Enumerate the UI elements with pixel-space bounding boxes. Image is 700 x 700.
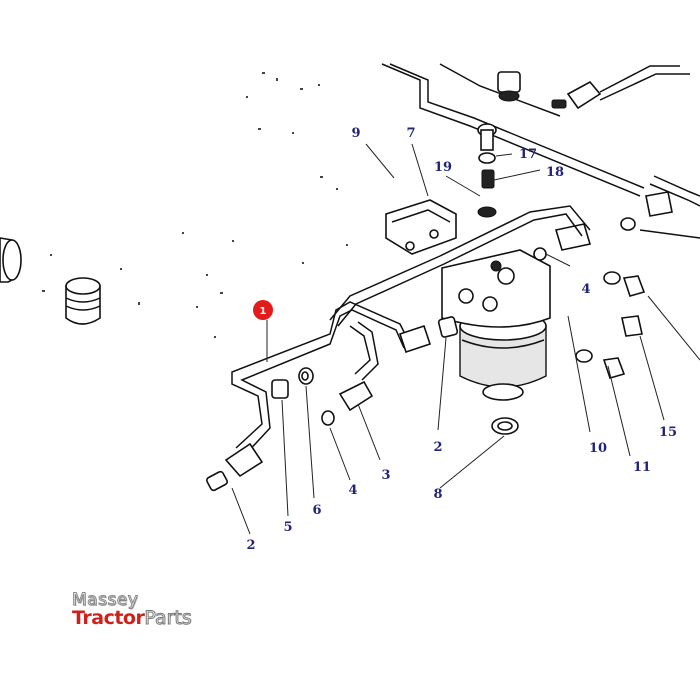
callout-labels: 2 2 3 4 4 5 6 7 8 9 10 11 15 17 18 19 <box>246 126 677 553</box>
callout-8[interactable]: 8 <box>433 487 442 502</box>
callout-1[interactable]: 1 <box>260 306 267 317</box>
callout-3[interactable]: 3 <box>381 468 390 483</box>
callout-4b[interactable]: 4 <box>581 282 590 297</box>
callout-6[interactable]: 6 <box>312 503 321 518</box>
logo-word-parts: Parts <box>144 607 192 629</box>
fuel-pipe-assembly <box>231 205 591 457</box>
callout-19[interactable]: 19 <box>434 160 452 175</box>
background-specks <box>42 72 348 338</box>
callout-11[interactable]: 11 <box>633 460 651 475</box>
sealing-ring-inner <box>497 421 513 431</box>
fuel-filter <box>441 249 551 401</box>
mounting-bracket <box>385 199 457 255</box>
callout-2b[interactable]: 2 <box>433 440 442 455</box>
top-fittings <box>497 71 673 231</box>
logo-word-tractor: Tractor <box>72 607 145 629</box>
pipe-fittings <box>206 316 459 492</box>
callout-15[interactable]: 15 <box>659 425 677 440</box>
callout-7[interactable]: 7 <box>406 126 415 141</box>
highlight-marker <box>253 300 273 320</box>
logo-line-2: TractorParts <box>72 607 192 629</box>
callout-2a[interactable]: 2 <box>246 538 255 553</box>
callout-18[interactable]: 18 <box>546 165 564 180</box>
right-fittings <box>533 223 646 379</box>
callout-9[interactable]: 9 <box>351 126 360 141</box>
banjo-bolt-stack <box>477 123 497 218</box>
callout-5[interactable]: 5 <box>283 520 292 535</box>
left-cylinder-fragment <box>0 237 22 283</box>
top-pipes <box>381 63 700 239</box>
callout-10[interactable]: 10 <box>589 441 607 456</box>
left-plug <box>65 277 101 325</box>
callout-4a[interactable]: 4 <box>348 483 357 498</box>
callout-17[interactable]: 17 <box>519 147 537 162</box>
brand-logo: Massey TractorParts <box>72 590 193 629</box>
logo-line-1: Massey <box>72 590 139 610</box>
leader-lines <box>231 143 700 535</box>
